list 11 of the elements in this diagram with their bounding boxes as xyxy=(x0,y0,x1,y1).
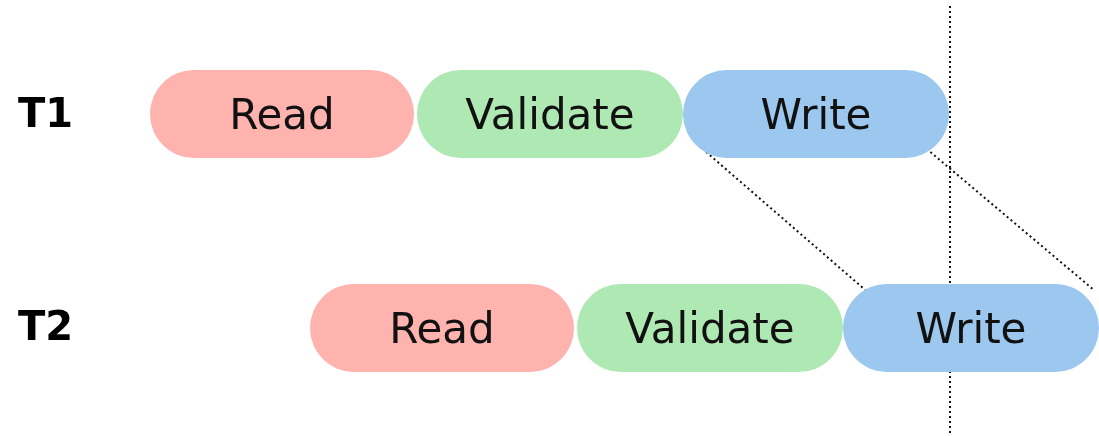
step-label: Validate xyxy=(625,303,795,353)
write-step-pill xyxy=(683,70,949,158)
step-label: Write xyxy=(760,89,872,139)
connector-line xyxy=(929,151,1095,291)
step-label: Write xyxy=(915,303,1027,353)
step-label: Read xyxy=(389,303,495,353)
write-step-pill xyxy=(843,284,1099,372)
row-label: T1 xyxy=(18,90,74,136)
step-label: Read xyxy=(229,89,335,139)
step-label: Validate xyxy=(465,89,635,139)
row-label: T2 xyxy=(18,303,74,349)
